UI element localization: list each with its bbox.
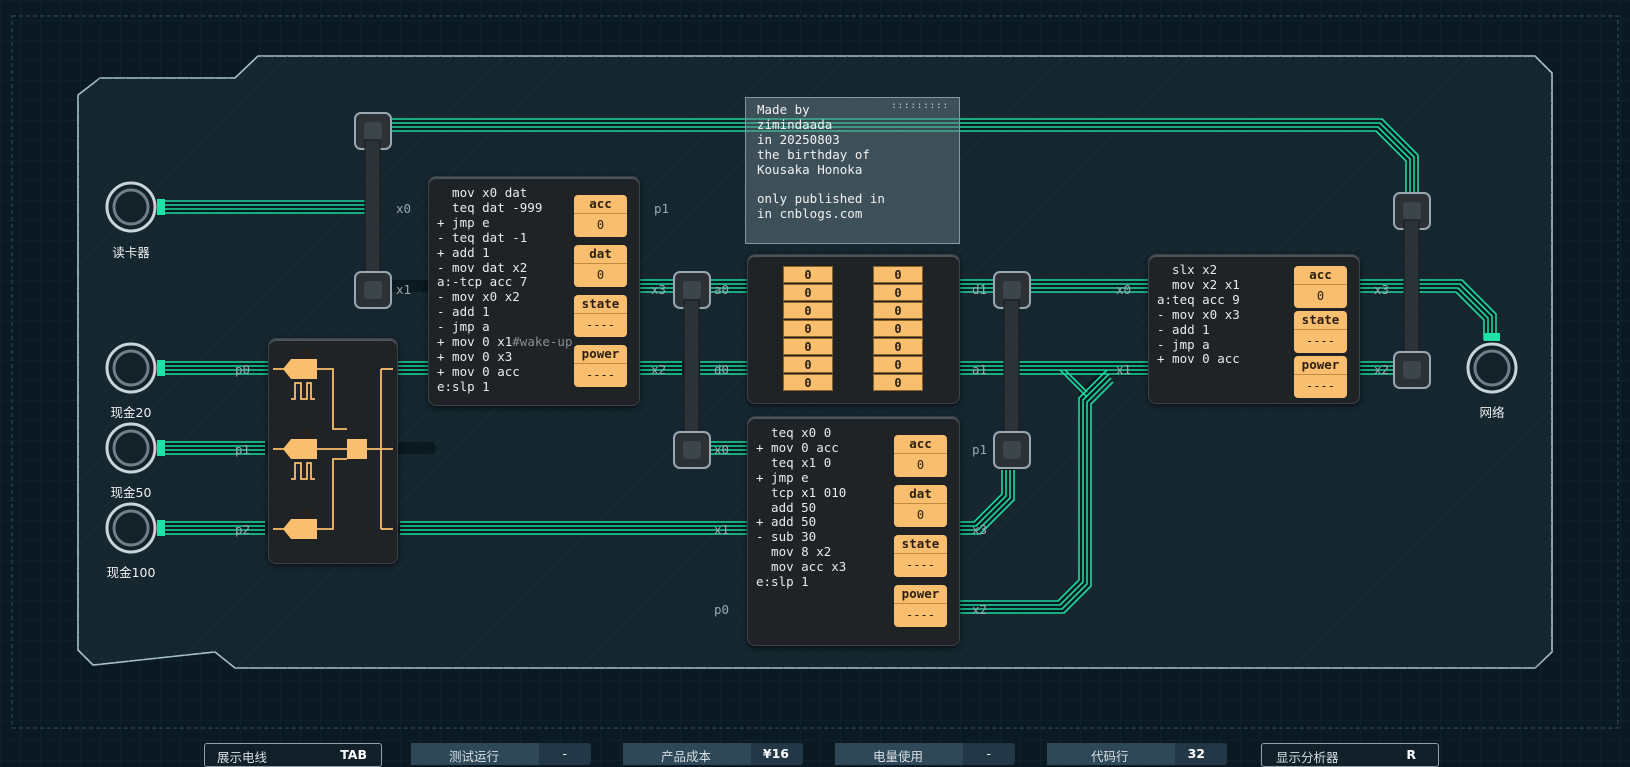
port-label: x3	[651, 282, 667, 297]
port-label: x2	[1374, 362, 1390, 377]
ram-cell: 0	[783, 356, 833, 373]
port-label: d0	[714, 362, 730, 377]
logic-diagram	[273, 359, 393, 539]
ram-cell: 0	[873, 284, 923, 301]
microcontroller-c[interactable]: slx x2 mov x2 x1 a:teq acc 9 - mov x0 x3…	[1148, 254, 1360, 404]
cash100-label: 现金100	[106, 565, 156, 580]
code-listing[interactable]: mov x0 dat teq dat -999 + jmp e - teq da…	[437, 185, 573, 394]
product-cost-stat: 产品成本 ¥16	[623, 743, 803, 765]
ram-cell: 0	[873, 374, 923, 391]
port-label: x0	[714, 442, 730, 457]
register-power: power----	[894, 585, 947, 627]
cash20-label: 现金20	[110, 405, 152, 420]
ram-cell: 0	[873, 356, 923, 373]
port-label: x1	[396, 282, 412, 297]
show-analyzer-button[interactable]: 显示分析器 R	[1261, 743, 1439, 767]
port-label: x1	[714, 522, 730, 537]
gate-value-1: 0	[304, 348, 312, 362]
show-wires-button[interactable]: 展示电线 TAB	[204, 743, 382, 767]
ram-cell: 0	[783, 266, 833, 283]
port-label: a1	[972, 362, 988, 377]
port-label: x1	[1116, 362, 1132, 377]
ram-cell: 0	[873, 320, 923, 337]
drag-handle-icon[interactable]: :::::::::	[891, 101, 949, 111]
ram-module[interactable]: 0 0 0 0 0 0 0 0 0 0 0 0 0 0	[747, 254, 960, 404]
port-label: p0	[714, 602, 730, 617]
port-label: x2	[651, 362, 667, 377]
gate-value-2: 0	[304, 428, 312, 442]
ram-cell: 0	[783, 338, 833, 355]
port-label: x0	[396, 201, 412, 216]
ram-cell: 0	[873, 302, 923, 319]
card-reader-label: 读卡器	[112, 245, 150, 260]
port-label: x3	[1374, 282, 1390, 297]
port-label: p1	[972, 442, 988, 457]
logic-gate-module[interactable]: 0 0 0	[268, 338, 398, 564]
port-label: p0	[235, 362, 251, 377]
power-usage-stat: 电量使用 -	[835, 743, 1015, 765]
ram-cell: 0	[873, 338, 923, 355]
lines-of-code-stat: 代码行 32	[1047, 743, 1227, 765]
note-text[interactable]: Made by zimindaada in 20250803 the birth…	[757, 102, 885, 222]
register-state: state----	[894, 535, 947, 577]
code-comment: #wake-up	[512, 334, 573, 350]
register-power: power----	[574, 345, 627, 387]
network-label: 网络	[1479, 405, 1505, 420]
code-listing[interactable]: teq x0 0 + mov 0 acc teq x1 0 + jmp e tc…	[756, 425, 847, 590]
port-label: p2	[235, 522, 251, 537]
port-label: p1	[235, 442, 251, 457]
test-run-stat: 测试运行 -	[411, 743, 591, 765]
cash50-label: 现金50	[110, 485, 152, 500]
port-label: x0	[1116, 282, 1132, 297]
port-label: d1	[972, 282, 988, 297]
port-label: a0	[714, 282, 730, 297]
ram-cell: 0	[783, 302, 833, 319]
code-listing[interactable]: slx x2 mov x2 x1 a:teq acc 9 - mov x0 x3…	[1157, 262, 1240, 367]
microcontroller-b[interactable]: teq x0 0 + mov 0 acc teq x1 0 + jmp e tc…	[747, 416, 960, 646]
port-label: x2	[972, 602, 988, 617]
ram-cell: 0	[783, 320, 833, 337]
port-label: x3	[972, 522, 988, 537]
microcontroller-a[interactable]: mov x0 dat teq dat -999 + jmp e - teq da…	[428, 176, 640, 406]
ram-cell: 0	[873, 266, 923, 283]
register-state: state----	[1294, 311, 1347, 353]
ram-cell: 0	[783, 374, 833, 391]
register-state: state----	[574, 295, 627, 337]
register-power: power----	[1294, 356, 1347, 398]
port-label: p1	[654, 201, 670, 216]
ram-cell: 0	[783, 284, 833, 301]
gate-value-3: 0	[304, 508, 312, 522]
note-panel[interactable]: Made by zimindaada in 20250803 the birth…	[745, 97, 960, 244]
